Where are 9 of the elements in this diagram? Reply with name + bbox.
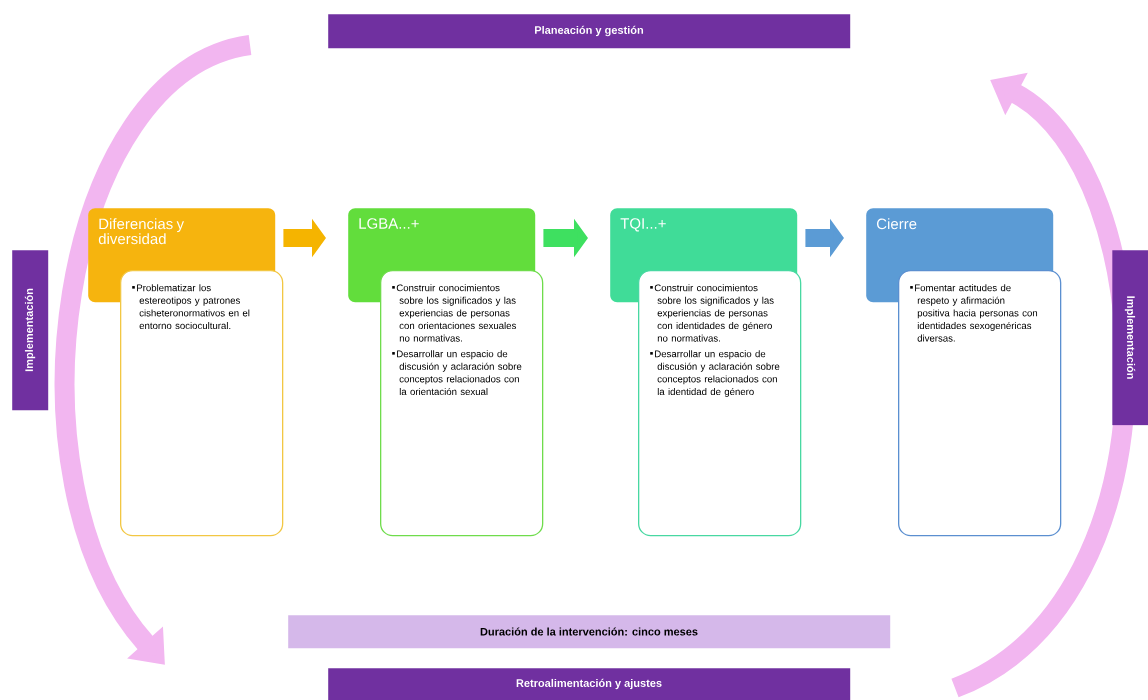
detail-card: Construir conocimientos sobre los significados y las experiencias de personas con orientaciones sexuales no normativas. Desarrollar un espacio de discusión y aclaración sobre conceptos relacionados con la orientación sexual [380, 270, 544, 537]
detail-card: Fomentar actitudes de respeto y afirmación positiva hacia personas con identidades sexogenéricas diversas. [898, 270, 1062, 537]
detail-card: Problematizar los estereotipos y patrones cisheteronormativos en el entorno sociocultural. [120, 270, 284, 537]
detail-card: Construir conocimientos sobre los significados y las experiencias de personas con identidades de género no normativas. Desarrollar un espacio de discusión y aclaración sobre conceptos relacionados con la identidad de género [638, 270, 802, 537]
phase-bar: Implementación [1112, 250, 1148, 426]
phase-bar: Implementación [12, 250, 49, 411]
phase-bar: Retroalimentación y ajustes [328, 668, 851, 700]
phase-bar: Planeación y gestión [328, 14, 851, 49]
duration-bar: Duración de la intervención: cinco meses [288, 615, 891, 649]
